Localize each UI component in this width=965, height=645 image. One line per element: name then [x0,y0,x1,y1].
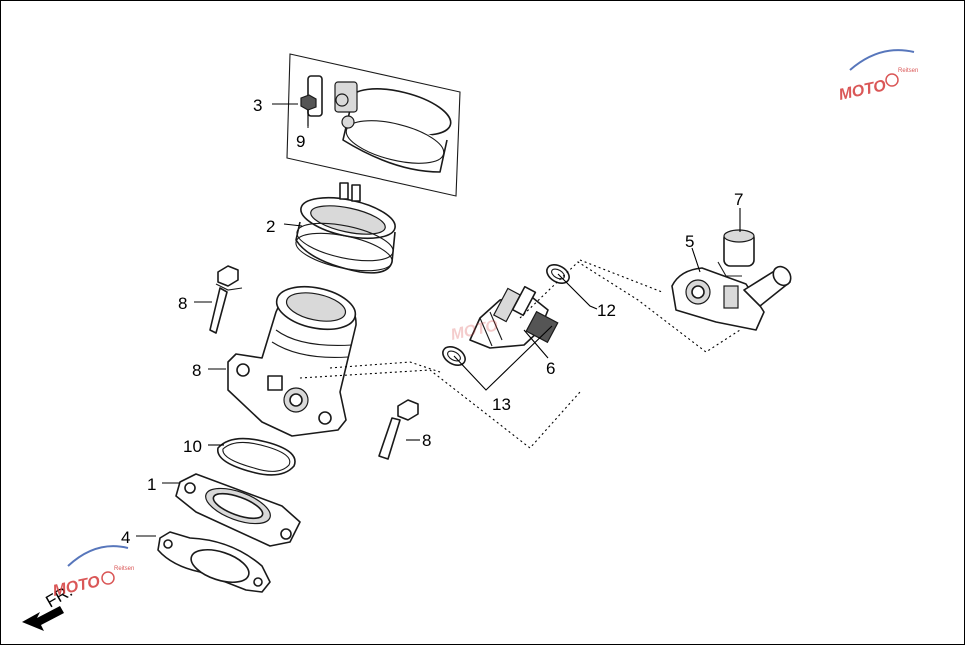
intake-boot [295,182,396,274]
gear-icon [885,73,899,87]
watermark-swoosh-icon [849,49,915,71]
bolt-upper [209,265,243,334]
callout-2: 2 [266,217,275,236]
callout-8-upper: 8 [178,294,187,313]
intake-manifold [227,285,357,437]
gear-icon [101,571,115,585]
gasket [157,531,271,593]
watermark-top-right: MOTO Reitsen [837,49,918,104]
watermark-subtext: Reitsen [114,566,134,572]
fuel-rail-cap [671,265,792,331]
callout-8-lower: 8 [422,431,431,450]
callout-4: 4 [121,528,130,547]
callout-13: 13 [492,395,511,414]
watermark-subtext: Reitsen [898,68,918,74]
callout-9: 8 [192,361,201,380]
intake-spacer [175,473,301,547]
connector-cap [717,229,755,277]
bolt-lower [378,399,419,460]
callout-1: 1 [147,475,156,494]
clamp-enclosure-box [286,53,461,197]
callout-5: 5 [685,232,694,251]
callout-10: 9 [296,132,305,151]
leader-lines [136,103,741,537]
callout-12: 12 [597,301,616,320]
callout-3: 3 [253,96,262,115]
o-ring [217,437,296,476]
callout-labels: 3 9 2 8 8 10 1 4 8 12 6 13 5 7 [121,96,743,547]
callout-6: 6 [546,359,555,378]
callout-11: 10 [183,437,202,456]
fuel-injector [469,285,559,349]
clamp-group [286,53,461,197]
callout-7: 7 [734,190,743,209]
watermark-text: MOTO [837,77,888,104]
hose-clamp [307,75,452,173]
watermark-bottom-left: MOTO Reitsen [51,545,134,600]
assembly-lines [299,259,741,449]
watermark-swoosh-icon [67,545,129,567]
front-arrow-icon [22,606,64,631]
watermark-text: MOTO [51,573,102,600]
